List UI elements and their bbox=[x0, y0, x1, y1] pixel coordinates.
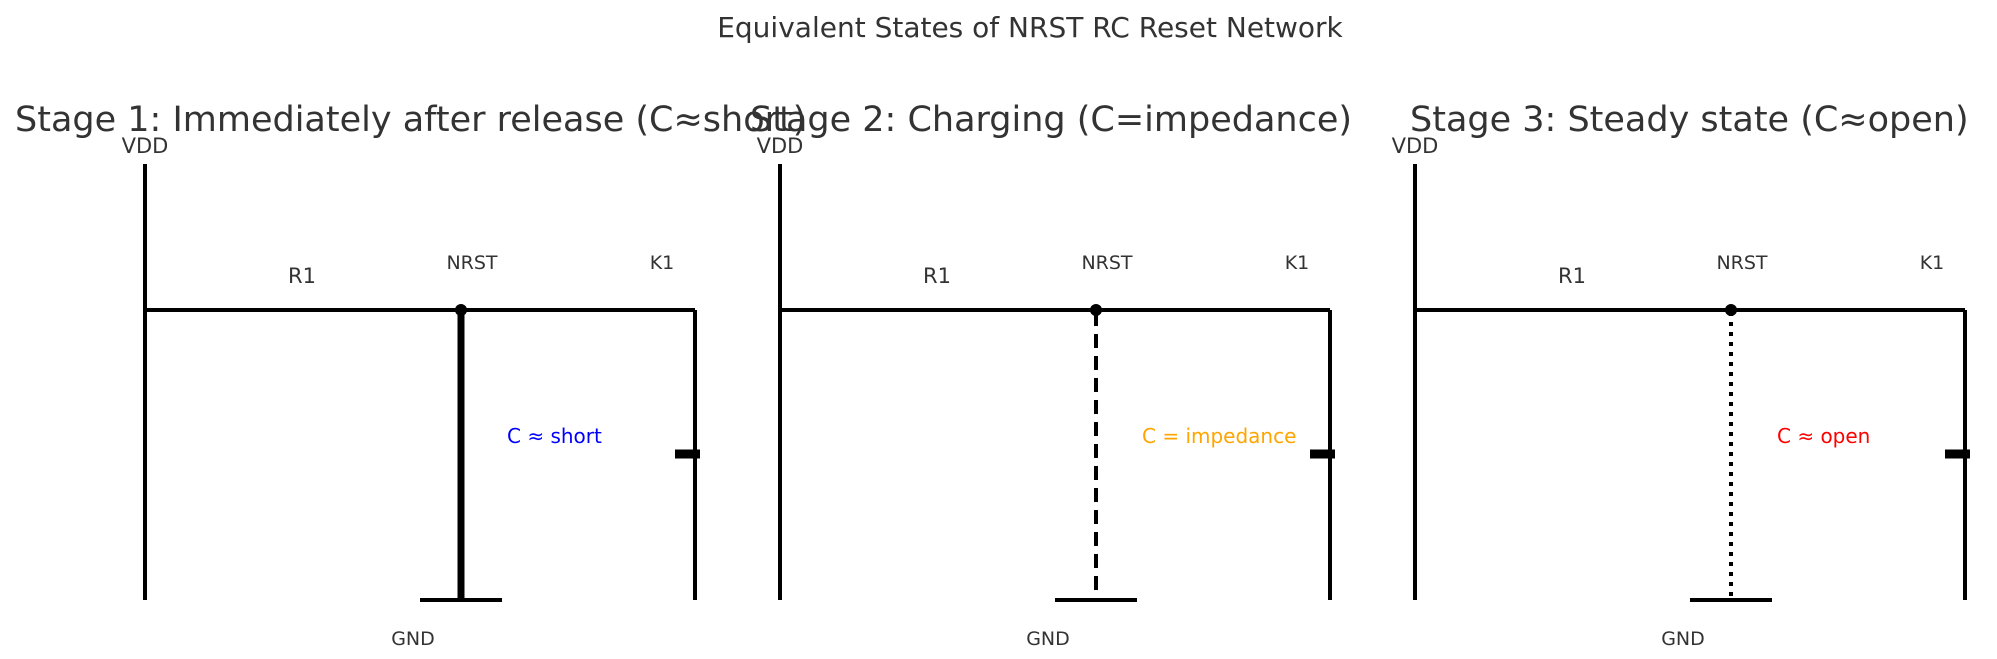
capacitor-state-note: C ≈ short bbox=[507, 424, 602, 448]
gnd-label: GND bbox=[1026, 628, 1070, 650]
vdd-label: VDD bbox=[122, 134, 169, 158]
figure-title: Equivalent States of NRST RC Reset Netwo… bbox=[717, 11, 1343, 44]
nrst-node-dot bbox=[1090, 304, 1102, 316]
nrst-node-dot bbox=[455, 304, 467, 316]
r1-label: R1 bbox=[288, 264, 316, 288]
r1-label: R1 bbox=[923, 264, 951, 288]
capacitor-state-note: C ≈ open bbox=[1777, 424, 1870, 448]
k1-label: K1 bbox=[1285, 252, 1310, 274]
nrst-label: NRST bbox=[1081, 252, 1132, 274]
nrst-node-dot bbox=[1725, 304, 1737, 316]
vdd-label: VDD bbox=[757, 134, 804, 158]
nrst-label: NRST bbox=[1716, 252, 1767, 274]
k1-label: K1 bbox=[1920, 252, 1945, 274]
gnd-label: GND bbox=[391, 628, 435, 650]
stage-3-title: Stage 3: Steady state (C≈open) bbox=[1410, 100, 1969, 140]
vdd-label: VDD bbox=[1392, 134, 1439, 158]
k1-label: K1 bbox=[650, 252, 675, 274]
r1-label: R1 bbox=[1558, 264, 1586, 288]
stage-1-title: Stage 1: Immediately after release (C≈sh… bbox=[15, 100, 806, 140]
gnd-label: GND bbox=[1661, 628, 1705, 650]
stage-2-title: Stage 2: Charging (C=impedance) bbox=[750, 100, 1352, 140]
capacitor-state-note: C = impedance bbox=[1142, 424, 1296, 448]
nrst-label: NRST bbox=[446, 252, 497, 274]
